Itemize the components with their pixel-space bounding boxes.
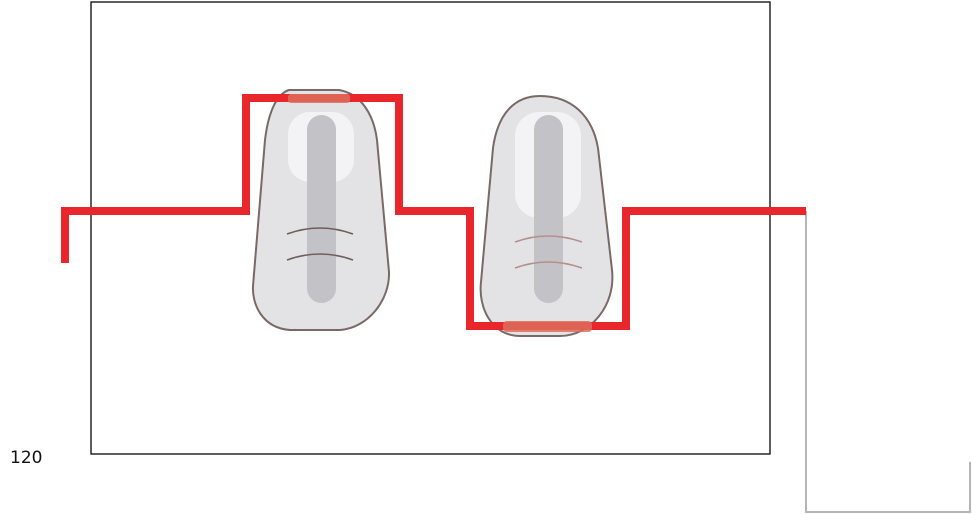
red-signal-path (61, 94, 806, 330)
left-toggle-slot (307, 115, 336, 303)
left-toggle-overlap-tint (288, 94, 350, 103)
thin-connector-line (805, 211, 971, 513)
right-toggle-overlap-tint (503, 321, 592, 332)
right-toggle-icon (479, 94, 614, 337)
right-toggle-slot (534, 115, 563, 303)
frame-rectangle (90, 1, 771, 455)
left-toggle-grip-upper (286, 227, 354, 235)
left-toggle-grip-lower (286, 253, 354, 261)
right-toggle-grip-lower (514, 261, 583, 269)
right-toggle-grip-upper (514, 235, 583, 243)
page-number-label: 120 (10, 448, 43, 468)
left-toggle-icon (251, 89, 391, 331)
